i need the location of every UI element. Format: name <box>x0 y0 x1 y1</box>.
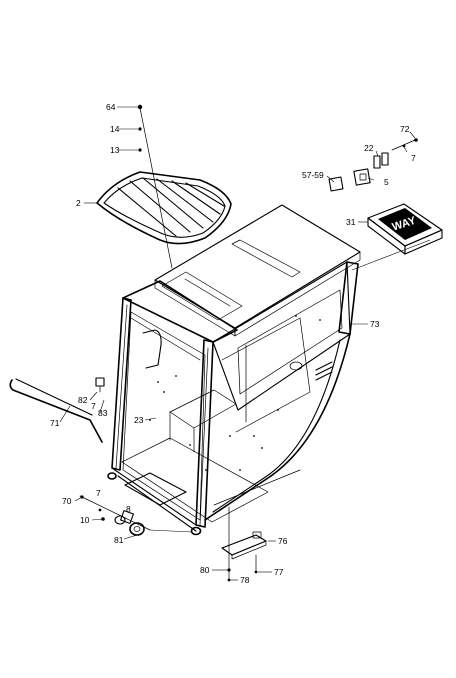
roof-panel <box>154 204 361 337</box>
label-2: 2 <box>76 198 81 208</box>
label-80: 80 <box>200 565 210 575</box>
label-78: 78 <box>240 575 250 585</box>
label-76: 76 <box>278 536 288 546</box>
label-81: 81 <box>114 535 124 545</box>
leader-lines <box>59 106 431 581</box>
label-13: 13 <box>110 145 120 155</box>
label-72: 72 <box>400 124 410 134</box>
label-7-mid: 7 <box>91 401 96 411</box>
label-64: 64 <box>106 102 116 112</box>
label-73: 73 <box>370 319 380 329</box>
cab-frame <box>107 261 359 536</box>
label-83: 83 <box>98 408 108 418</box>
label-7-low: 7 <box>96 488 101 498</box>
label-71: 71 <box>50 418 60 428</box>
label-22: 22 <box>364 143 374 153</box>
label-7-top: 7 <box>411 153 416 163</box>
roof-rack <box>96 171 232 245</box>
bolt-stack <box>137 104 173 269</box>
label-14: 14 <box>110 124 120 134</box>
latch-bracket <box>95 377 105 393</box>
grab-handrail <box>9 378 103 443</box>
label-5: 5 <box>384 177 389 187</box>
logo-decal-box: WAY <box>367 203 443 255</box>
label-57-59: 57-59 <box>302 170 324 180</box>
label-82: 82 <box>78 395 88 405</box>
label-31: 31 <box>346 217 356 227</box>
hinge-pin-hardware <box>79 495 151 536</box>
label-23: 23 <box>134 415 144 425</box>
label-10: 10 <box>80 515 90 525</box>
label-77: 77 <box>274 567 284 577</box>
part-labels: 64 14 13 2 57-59 22 72 7 5 31 73 23 71 8… <box>50 102 416 585</box>
lower-mount-bracket <box>221 506 267 582</box>
switch-assembly <box>328 138 418 192</box>
label-8: 8 <box>126 504 131 514</box>
label-70: 70 <box>62 496 72 506</box>
